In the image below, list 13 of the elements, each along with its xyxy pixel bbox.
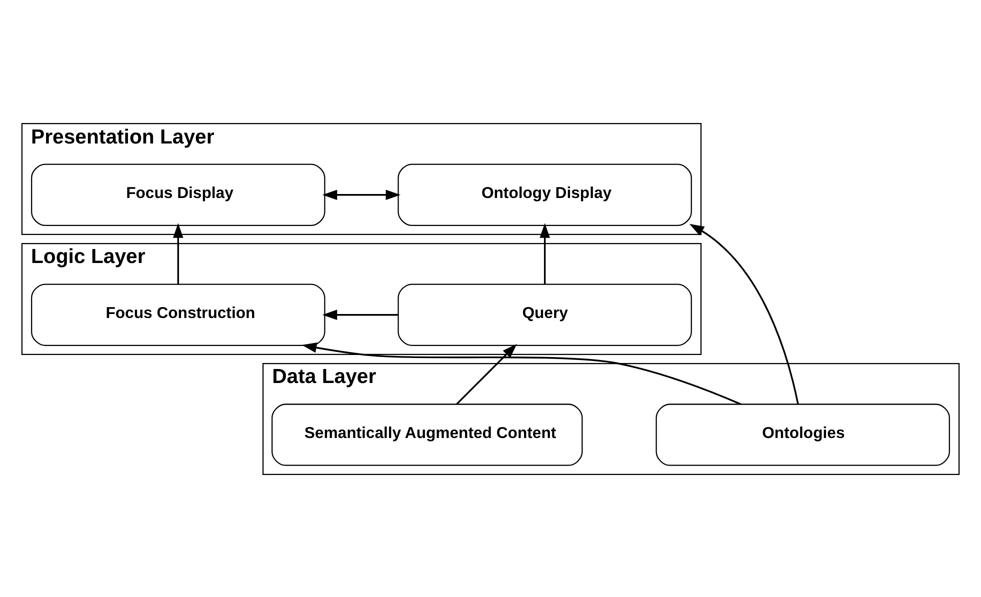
arrow (689, 223, 799, 404)
arrow (322, 189, 401, 200)
arrow (302, 342, 742, 404)
arrow (456, 343, 517, 404)
node-box: Ontologies (656, 403, 950, 466)
arrow (172, 222, 184, 284)
node-box: Focus Display (31, 163, 326, 226)
node-box: Query (398, 283, 692, 346)
node-box: Ontology Display (398, 163, 692, 226)
node-box: Focus Construction (31, 283, 326, 346)
arrow (322, 309, 398, 320)
node-box: Semantically Augmented Content (272, 403, 583, 466)
arrow (540, 222, 550, 284)
